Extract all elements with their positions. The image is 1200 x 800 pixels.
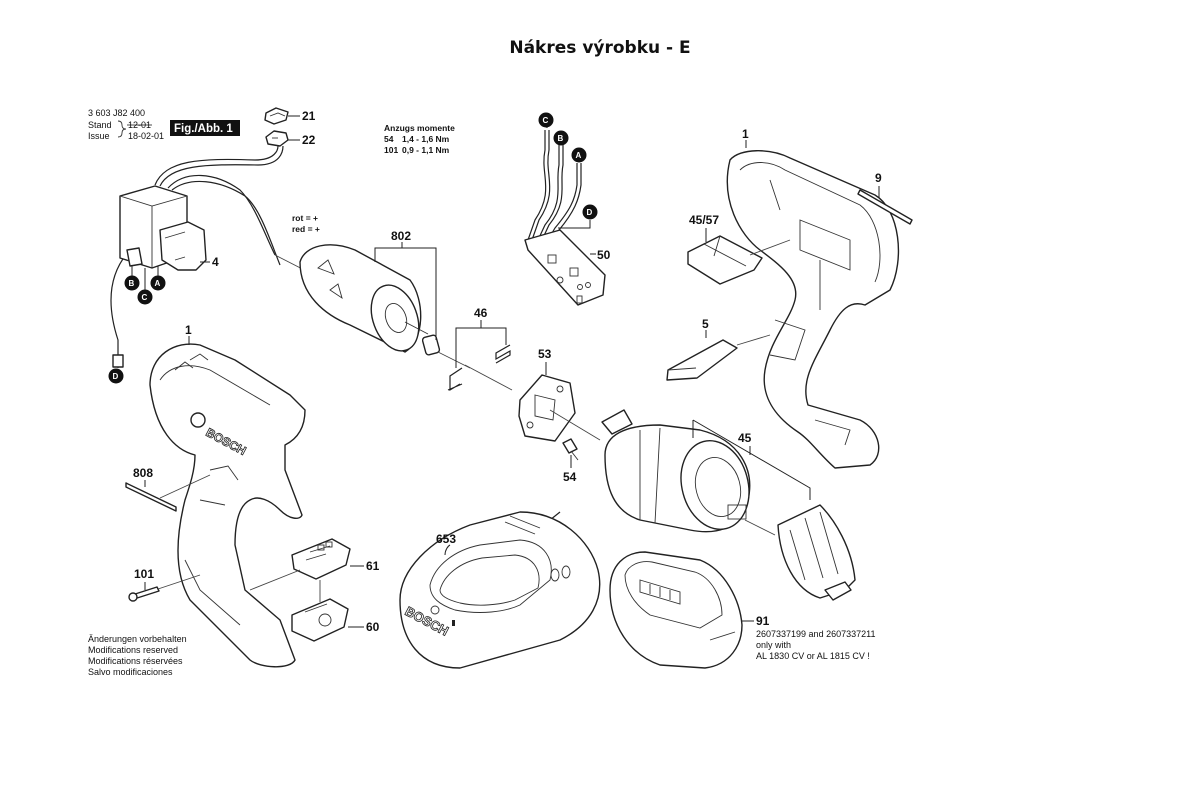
battery-note: 2607337199 and 2607337211 only with AL 1… bbox=[756, 629, 875, 661]
connector-badge-c: C bbox=[137, 268, 153, 305]
brace bbox=[117, 120, 127, 138]
part-5-cover: 5 bbox=[666, 317, 771, 381]
issue-label: Issue bbox=[88, 131, 110, 141]
part-101-screw: 101 bbox=[128, 567, 201, 602]
part-4-switch: 4 bbox=[119, 185, 219, 271]
part-802-motor: 802 bbox=[274, 229, 471, 369]
label-45-57: 45/57 bbox=[689, 213, 719, 227]
torque-note: Anzugs momente 54 1,4 - 1,6 Nm 101 0,9 -… bbox=[384, 123, 455, 155]
modifications-note: Änderungen vorbehalten Modifications res… bbox=[88, 634, 187, 677]
modifications-note-line: Änderungen vorbehalten bbox=[88, 634, 187, 644]
label-21: 21 bbox=[302, 109, 316, 123]
label-653: 653 bbox=[436, 532, 456, 546]
part-1-housing-left: BOSCH 1 bbox=[149, 323, 306, 668]
label-60: 60 bbox=[366, 620, 380, 634]
battery-note-line: AL 1830 CV or AL 1815 CV ! bbox=[756, 651, 870, 661]
svg-text:A: A bbox=[155, 279, 161, 288]
part-46-clips: 46 bbox=[447, 306, 513, 392]
part-number: 3 603 J82 400 bbox=[88, 108, 145, 118]
label-53: 53 bbox=[538, 347, 552, 361]
stand-label: Stand bbox=[88, 120, 112, 130]
part-chuck bbox=[777, 504, 856, 601]
label-808: 808 bbox=[133, 466, 153, 480]
figure-label-box bbox=[170, 120, 240, 136]
part-50-circuit-board: 50 bbox=[524, 130, 611, 306]
battery-note-line: 2607337199 and 2607337211 bbox=[756, 629, 875, 639]
part-653-charger: BOSCH 653 bbox=[399, 511, 601, 669]
label-91: 91 bbox=[756, 614, 770, 628]
label-45: 45 bbox=[738, 431, 752, 445]
svg-text:D: D bbox=[113, 372, 119, 381]
torque-heading: Anzugs momente bbox=[384, 123, 455, 133]
wire-harness bbox=[110, 145, 284, 368]
part-9-strip: 9 bbox=[857, 171, 913, 225]
part-54-screw: 54 bbox=[562, 438, 579, 484]
connector-badge-c-pcb: C bbox=[538, 112, 554, 128]
part-1-housing-right: 1 bbox=[726, 127, 900, 469]
part-22-connector: 22 bbox=[265, 130, 316, 147]
label-46: 46 bbox=[474, 306, 488, 320]
label-1-left: 1 bbox=[185, 323, 192, 337]
label-101: 101 bbox=[134, 567, 154, 581]
part-21-cap: 21 bbox=[264, 107, 316, 125]
torque-row-value: 1,4 - 1,6 Nm bbox=[402, 134, 450, 144]
modifications-note-line: Salvo modificaciones bbox=[88, 667, 173, 677]
torque-row-part: 101 bbox=[384, 145, 398, 155]
modifications-note-line: Modifications réservées bbox=[88, 656, 183, 666]
svg-text:A: A bbox=[576, 151, 582, 160]
connector-badge-d-pcb: D bbox=[558, 204, 598, 229]
torque-row-value: 0,9 - 1,1 Nm bbox=[402, 145, 450, 155]
label-9: 9 bbox=[875, 171, 882, 185]
part-53-plate: 53 bbox=[518, 347, 601, 442]
part-61-contact-plate: 61 bbox=[249, 538, 380, 591]
svg-text:C: C bbox=[543, 116, 549, 125]
torque-row-part: 54 bbox=[384, 134, 394, 144]
label-5: 5 bbox=[702, 317, 709, 331]
connector-badge-d-left: D bbox=[108, 367, 124, 384]
label-50: 50 bbox=[597, 248, 611, 262]
part-45-57-slider: 45/57 bbox=[687, 213, 791, 285]
connector-badge-b: B bbox=[124, 265, 140, 291]
header-block: 3 603 J82 400 Stand Issue 12-01 18-02-01… bbox=[88, 108, 240, 141]
battery-note-line: only with bbox=[756, 640, 791, 650]
part-808-strip: 808 bbox=[125, 466, 211, 512]
page-title: Nákres výrobku - E bbox=[509, 38, 691, 58]
connector-badge-a-pcb: A bbox=[571, 147, 587, 163]
svg-text:C: C bbox=[142, 293, 148, 302]
issue-date: 18-02-01 bbox=[128, 131, 164, 141]
label-802: 802 bbox=[391, 229, 411, 243]
label-22: 22 bbox=[302, 133, 316, 147]
svg-text:B: B bbox=[129, 279, 135, 288]
label-54: 54 bbox=[563, 470, 577, 484]
part-60-contact-plate: 60 bbox=[291, 580, 380, 642]
label-61: 61 bbox=[366, 559, 380, 573]
wire-color-note-en: red = + bbox=[292, 224, 320, 234]
svg-text:D: D bbox=[587, 208, 593, 217]
connector-badge-b-pcb: B bbox=[553, 130, 569, 146]
label-4: 4 bbox=[212, 255, 219, 269]
figure-label: Fig./Abb. 1 bbox=[174, 123, 233, 135]
connector-badge-a: A bbox=[150, 266, 166, 291]
svg-text:B: B bbox=[558, 134, 564, 143]
modifications-note-line: Modifications reserved bbox=[88, 645, 178, 655]
label-1-right: 1 bbox=[742, 127, 749, 141]
part-45-gearbox: 45 bbox=[601, 409, 811, 536]
part-91-battery: 91 bbox=[609, 551, 770, 669]
wire-color-note-de: rot = + bbox=[292, 213, 318, 223]
